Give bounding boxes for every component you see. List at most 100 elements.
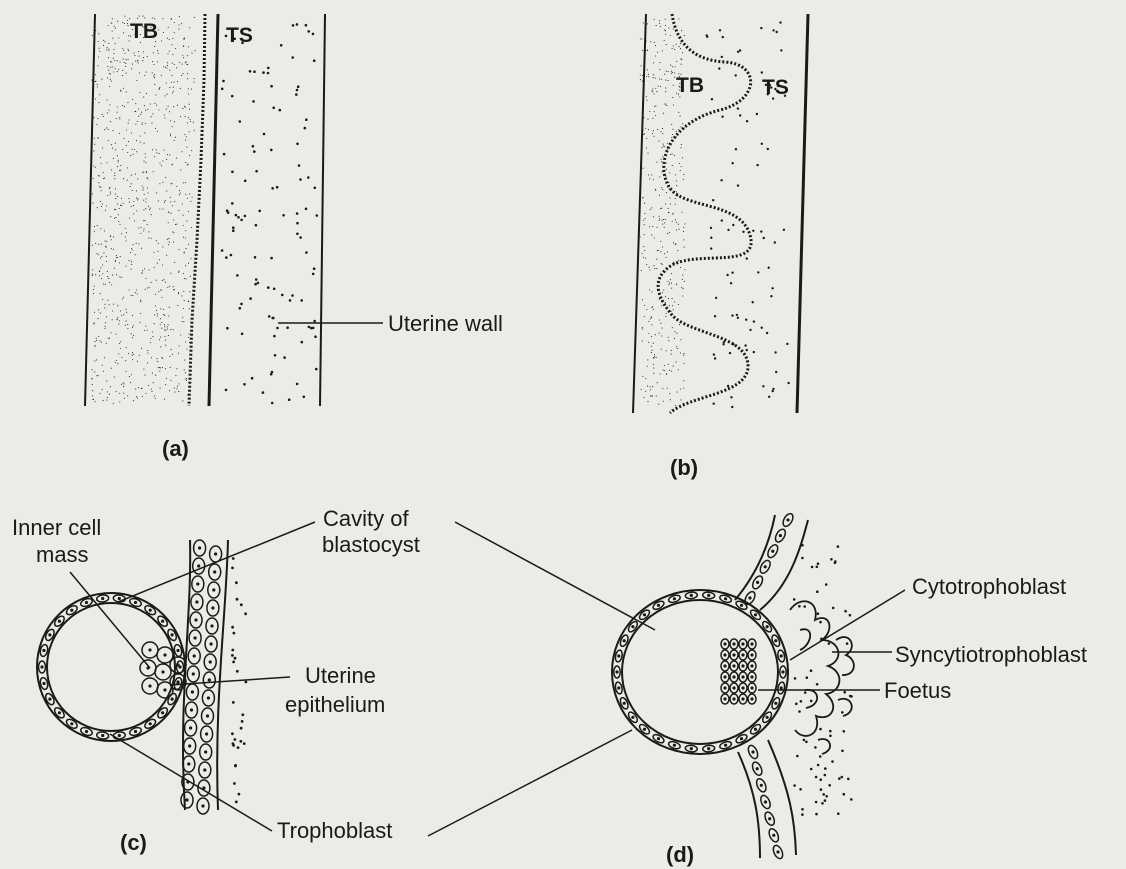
stipple-dot — [119, 208, 120, 209]
trophoblast-cell-nucleus — [740, 737, 743, 740]
stipple-dot — [732, 224, 734, 226]
stipple-dot — [133, 205, 134, 206]
stipple-dot — [161, 357, 162, 358]
stipple-dot — [276, 186, 279, 189]
stipple-dot — [93, 323, 94, 324]
stipple-dot — [752, 230, 754, 232]
stipple-dot — [304, 127, 307, 130]
stipple-dot — [186, 378, 187, 379]
stipple-dot — [185, 341, 186, 342]
stipple-dot — [282, 214, 285, 217]
stipple-dot — [679, 46, 680, 47]
stipple-dot — [102, 147, 103, 148]
stipple-dot — [119, 224, 120, 225]
stipple-dot — [152, 373, 153, 374]
foetus-cell-nucleus — [723, 686, 726, 689]
stipple-dot — [651, 336, 652, 337]
foetus-cell-nucleus — [750, 664, 753, 667]
stipple-dot — [127, 324, 128, 325]
stipple-dot — [180, 169, 181, 170]
stipple-dot — [668, 337, 669, 338]
stipple-dot — [680, 147, 681, 148]
stipple-dot — [731, 272, 733, 274]
stipple-dot — [119, 320, 120, 321]
stipple-dot — [657, 129, 658, 130]
stipple-dot — [226, 327, 229, 330]
stipple-dot — [664, 227, 665, 228]
stipple-dot — [665, 91, 666, 92]
stipple-dot — [119, 343, 120, 344]
stipple-dot — [178, 271, 179, 272]
stroma-dot — [831, 760, 834, 763]
stipple-dot — [146, 93, 147, 94]
stipple-dot — [146, 72, 147, 73]
stroma-dot — [806, 676, 809, 679]
stipple-dot — [144, 268, 145, 269]
stipple-dot — [147, 187, 148, 188]
stipple-dot — [763, 237, 765, 239]
trophoblast-cell-nucleus — [724, 597, 727, 600]
stipple-dot — [170, 273, 171, 274]
stipple-dot — [170, 367, 171, 368]
stroma-dot — [793, 784, 796, 787]
foetus-cell-nucleus — [741, 642, 744, 645]
stipple-dot — [144, 105, 145, 106]
stipple-dot — [655, 115, 656, 116]
stipple-dot — [162, 209, 163, 210]
stipple-dot — [97, 86, 98, 87]
stipple-dot — [671, 273, 672, 274]
stipple-dot — [183, 308, 184, 309]
stipple-dot — [642, 75, 643, 76]
stipple-dot — [124, 62, 125, 63]
stipple-dot — [121, 233, 122, 234]
stipple-dot — [157, 263, 158, 264]
stipple-dot — [154, 395, 155, 396]
stipple-dot — [163, 309, 164, 310]
stipple-dot — [646, 76, 647, 77]
stipple-dot — [144, 132, 145, 133]
stipple-dot — [110, 386, 111, 387]
stipple-dot — [159, 153, 160, 154]
stipple-dot — [121, 277, 122, 278]
stipple-dot — [155, 294, 156, 295]
stipple-dot — [98, 309, 99, 310]
stipple-dot — [105, 326, 106, 327]
stipple-dot — [674, 338, 675, 339]
epithelial-cell-nucleus — [189, 726, 192, 729]
stipple-dot — [186, 278, 187, 279]
stipple-dot — [151, 214, 152, 215]
stipple-dot — [666, 71, 667, 72]
stipple-dot — [655, 77, 656, 78]
epithelial-cell-nucleus — [756, 581, 759, 584]
stipple-dot — [187, 122, 188, 123]
stipple-dot — [249, 297, 252, 300]
stipple-dot — [188, 117, 189, 118]
stipple-dot — [774, 351, 776, 353]
panel-b-left-boundary — [633, 14, 646, 413]
stipple-dot — [650, 318, 651, 319]
stipple-dot — [151, 391, 152, 392]
stipple-dot — [780, 49, 782, 51]
stipple-dot — [651, 174, 652, 175]
stipple-dot — [661, 335, 662, 336]
trophoblast-cell-nucleus — [631, 716, 634, 719]
icm-cell-nucleus — [148, 684, 151, 687]
stipple-dot — [185, 182, 186, 183]
stipple-dot — [722, 343, 724, 345]
stipple-dot — [186, 64, 187, 65]
stipple-dot — [273, 288, 276, 291]
stipple-dot — [651, 235, 652, 236]
stroma-dot — [815, 801, 818, 804]
stipple-dot — [665, 219, 666, 220]
stipple-dot — [185, 237, 186, 238]
trophoblast-cell-nucleus — [780, 686, 783, 689]
stipple-dot — [670, 204, 671, 205]
stroma-dot — [824, 799, 827, 802]
stipple-dot — [160, 324, 161, 325]
stipple-dot — [650, 41, 651, 42]
icm-cell-nucleus — [176, 680, 179, 683]
stipple-dot — [116, 255, 117, 256]
stipple-dot — [654, 237, 655, 238]
stipple-dot — [116, 360, 117, 361]
stipple-dot — [684, 247, 685, 248]
